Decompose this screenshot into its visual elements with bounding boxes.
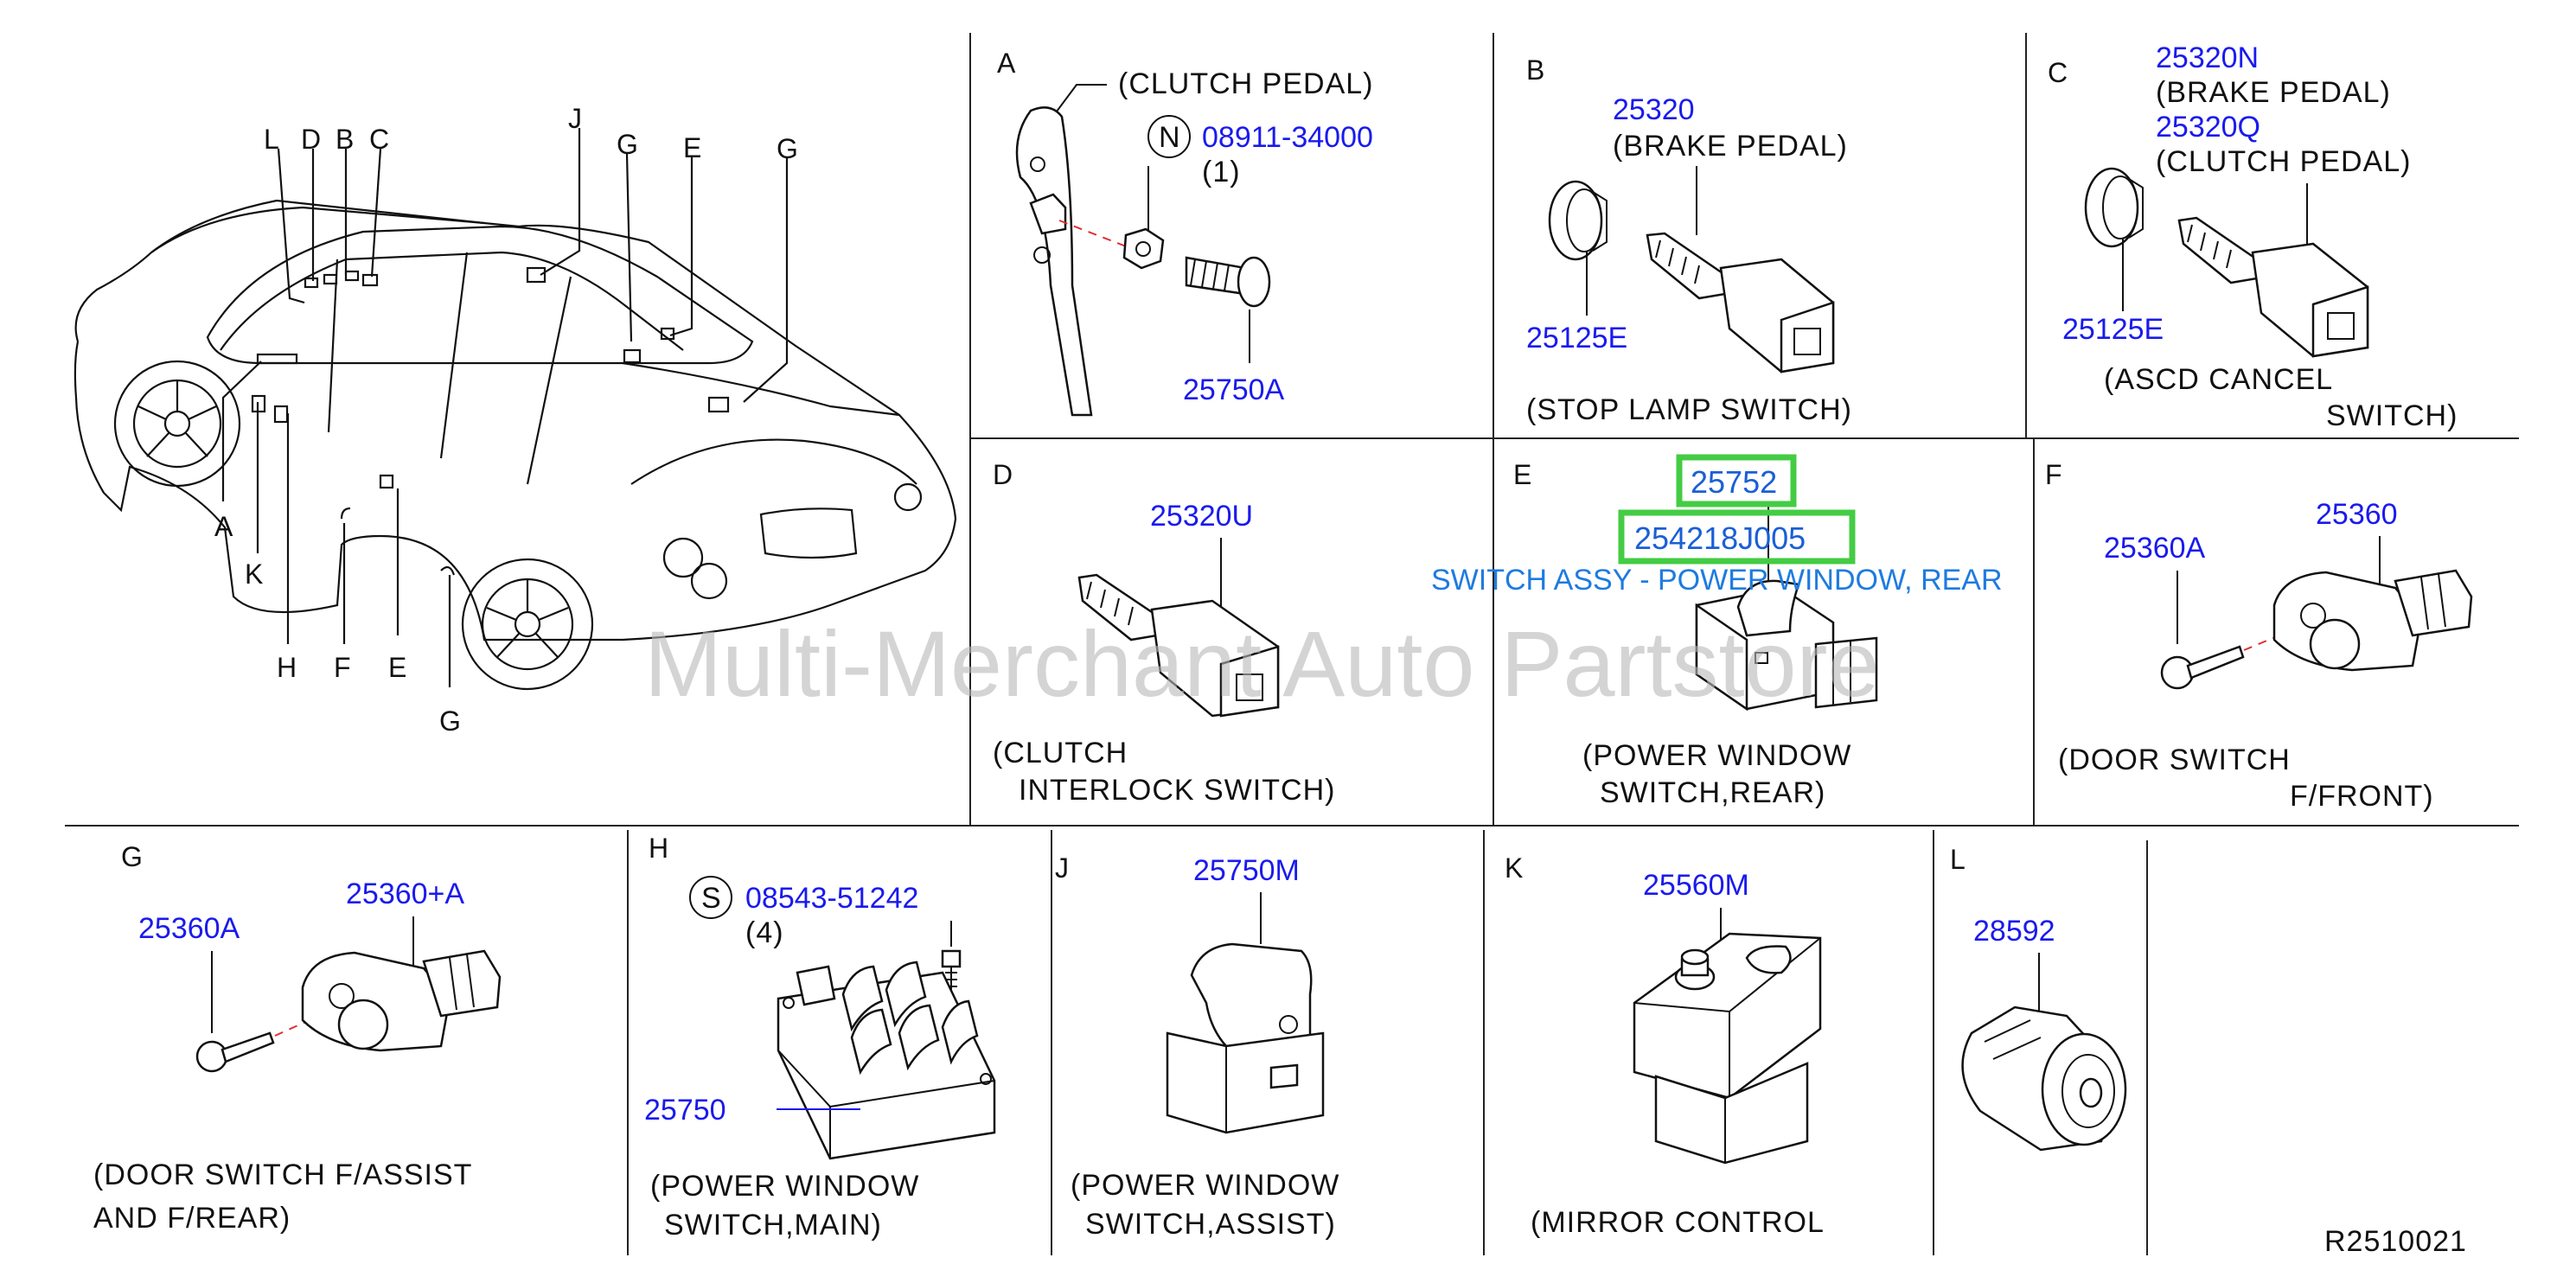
part-number-25752[interactable]: 25752 [1691, 464, 1777, 500]
section-caption: F/FRONT) [2290, 780, 2434, 813]
section-caption: SWITCH,MAIN) [664, 1209, 882, 1242]
car-callout-a: A [214, 511, 233, 542]
section-letter: J [1055, 852, 1069, 884]
part-number-25360a: 25360A [2104, 532, 2206, 565]
part-number-25320: 25320 [1613, 93, 1695, 126]
section-caption: SWITCH,ASSIST) [1085, 1208, 1336, 1241]
section-d: D 25320U (CLUTCH INTERLOCK SWITCH) [993, 459, 1335, 807]
highlight-part-number[interactable]: 254218J005 [1634, 520, 1806, 556]
section-j: J 25750M (POWER WINDOW SWITCH,ASSIST) [1055, 852, 1339, 1241]
car-callout-b: B [336, 124, 354, 155]
section-caption: SWITCH) [2326, 399, 2458, 432]
car-callout-h: H [277, 652, 297, 683]
car-callout-g: G [617, 129, 638, 160]
section-letter: B [1526, 54, 1544, 86]
section-caption: (DOOR SWITCH F/ASSIST [93, 1159, 472, 1191]
section-l: L 28592 [1950, 844, 2127, 1152]
section-caption: INTERLOCK SWITCH) [1019, 774, 1335, 807]
part-note: (BRAKE PEDAL) [2156, 76, 2391, 109]
section-caption: (POWER WINDOW [650, 1170, 919, 1203]
section-letter: A [997, 48, 1016, 79]
part-number-25320q: 25320Q [2156, 111, 2260, 144]
part-number-08911-34000: 08911-34000 [1202, 121, 1373, 154]
section-letter: E [1513, 459, 1531, 490]
section-caption: (DOOR SWITCH [2058, 744, 2291, 776]
part-note: (CLUTCH PEDAL) [2156, 145, 2411, 178]
symbol-n: N [1159, 121, 1181, 154]
section-caption: (CLUTCH [993, 737, 1128, 769]
part-number-25750a: 25750A [1183, 373, 1285, 406]
car-callout-d: D [301, 124, 321, 155]
section-letter: G [121, 841, 143, 872]
part-qty: (4) [745, 916, 784, 949]
grid-lines [65, 33, 2519, 1255]
highlight-box [1676, 454, 1797, 507]
section-caption: (POWER WINDOW [1582, 739, 1851, 772]
symbol-s: S [701, 882, 722, 915]
part-number-25360: 25360 [2316, 498, 2398, 531]
highlight-box [1618, 509, 1856, 565]
section-caption: (POWER WINDOW [1071, 1169, 1339, 1202]
part-number-25750m: 25750M [1193, 854, 1300, 887]
car-callout-k: K [245, 559, 263, 590]
part-number-25320u: 25320U [1150, 500, 1253, 533]
car-callout-f: F [334, 652, 351, 683]
car-callout-e: E [388, 652, 406, 683]
section-f: F 25360A 25360 (DOOR SWITCH F/FRONT) [2045, 459, 2473, 813]
highlight-description: SWITCH ASSY - POWER WINDOW, REAR [1431, 564, 2003, 597]
section-e: E 25752 254218J005 SWITCH ASSY - POWER W… [1431, 454, 2003, 809]
part-number-28592: 28592 [1973, 915, 2055, 948]
section-caption: AND F/REAR) [93, 1202, 291, 1235]
section-letter: D [993, 459, 1013, 490]
part-number-08543-51242: 08543-51242 [745, 882, 918, 915]
section-letter: L [1950, 844, 1966, 875]
car-callout-c: C [369, 124, 389, 155]
car-callout-j: J [568, 103, 582, 134]
section-g: G 25360A 25360+A (DOOR SWITCH F/ASSIST A… [93, 841, 502, 1235]
section-caption: (STOP LAMP SWITCH) [1526, 393, 1852, 426]
diagram-code: R2510021 [2324, 1225, 2467, 1258]
part-number-25360a: 25360A [138, 912, 240, 945]
section-h: H S 08543-51242 (4) 25750 (POWER WINDOW … [644, 833, 996, 1242]
part-note: (BRAKE PEDAL) [1613, 130, 1848, 163]
section-letter: F [2045, 459, 2062, 490]
car-callout-g: G [439, 705, 461, 737]
section-letter: C [2048, 57, 2068, 88]
car-callout-e: E [683, 132, 701, 163]
section-a: A (CLUTCH PEDAL) N 08911-34000 (1) 25750… [997, 48, 1373, 417]
section-caption: (MIRROR CONTROL [1531, 1206, 1825, 1239]
section-letter: H [649, 833, 668, 864]
section-caption: SWITCH,REAR) [1600, 776, 1825, 809]
part-number-25125e: 25125E [2062, 313, 2164, 346]
part-number-25750: 25750 [644, 1094, 726, 1127]
part-number-25125e: 25125E [1526, 322, 1627, 354]
section-letter: K [1505, 852, 1523, 884]
section-caption: (ASCD CANCEL [2104, 363, 2333, 396]
section-c: C 25320N (BRAKE PEDAL) 25320Q (CLUTCH PE… [2048, 41, 2458, 432]
section-k: K 25560M (MIRROR CONTROL [1505, 852, 1825, 1239]
part-qty: (1) [1202, 156, 1241, 188]
part-note: (CLUTCH PEDAL) [1118, 67, 1373, 100]
car-illustration: L D B C J G E G A K H F E G [74, 103, 957, 737]
part-number-25560m: 25560M [1643, 869, 1749, 902]
car-callout-l: L [264, 124, 279, 155]
part-number-25360-plus-a: 25360+A [346, 878, 464, 910]
car-callout-g: G [777, 133, 798, 164]
part-number-25320n: 25320N [2156, 41, 2259, 74]
section-b: B 25320 (BRAKE PEDAL) 25125E (STOP LAMP … [1526, 54, 1852, 426]
watermark: Multi-Merchant Auto Partstore [644, 611, 1880, 716]
